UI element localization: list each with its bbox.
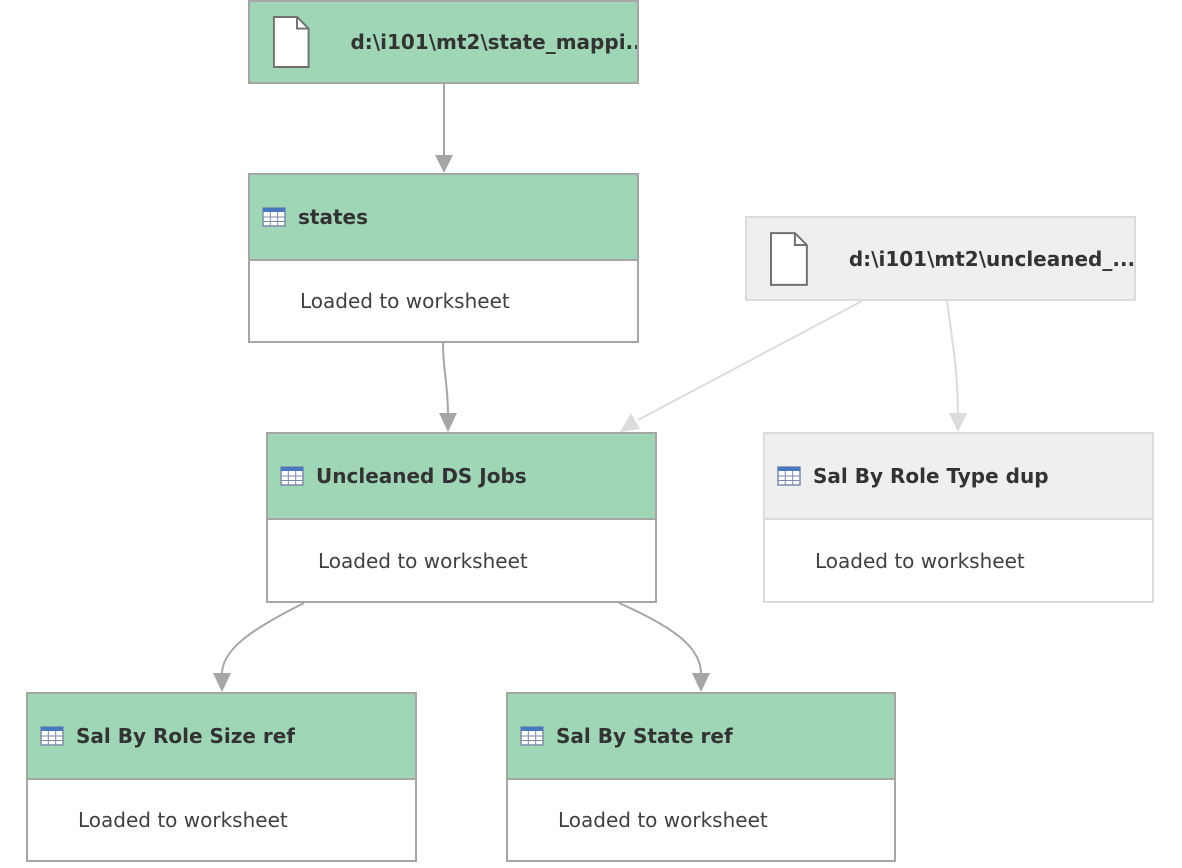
- query-node-header: Sal By Role Type dup: [765, 434, 1152, 518]
- query-node-title: Sal By Role Type dup: [813, 464, 1049, 488]
- source-node-title: d:\i101\mt2\uncleaned_...: [848, 246, 1134, 271]
- query-node-body: Loaded to worksheet: [508, 778, 894, 860]
- edge-states-to-uncleaned: [439, 342, 457, 432]
- query-node-sal-by-state-ref[interactable]: Sal By State ref Loaded to worksheet: [506, 692, 896, 862]
- query-node-sal-by-role-size-ref[interactable]: Sal By Role Size ref Loaded to worksheet: [26, 692, 417, 862]
- query-node-status: Loaded to worksheet: [78, 808, 288, 832]
- query-node-title: Sal By State ref: [556, 724, 733, 748]
- edge-src2-to-uncleaned: [620, 300, 863, 432]
- query-node-body: Loaded to worksheet: [268, 518, 655, 601]
- table-icon: [262, 207, 286, 227]
- query-node-title: states: [298, 205, 368, 229]
- query-node-body: Loaded to worksheet: [765, 518, 1152, 601]
- query-node-header: Uncleaned DS Jobs: [268, 434, 655, 518]
- source-node-header: d:\i101\mt2\state_mappi...: [250, 2, 637, 82]
- file-icon: [272, 16, 310, 68]
- edge-src1-to-states: [435, 84, 453, 173]
- query-node-status: Loaded to worksheet: [300, 289, 510, 313]
- query-node-sal-by-role-type-dup[interactable]: Sal By Role Type dup Loaded to worksheet: [763, 432, 1154, 603]
- query-node-header: Sal By State ref: [508, 694, 894, 778]
- source-node-header: d:\i101\mt2\uncleaned_...: [747, 218, 1134, 299]
- file-icon: [769, 231, 808, 286]
- query-node-status: Loaded to worksheet: [815, 548, 1025, 573]
- source-node-state-mapping[interactable]: d:\i101\mt2\state_mappi...: [248, 0, 639, 84]
- edge-src2-to-salrole: [946, 300, 967, 432]
- query-node-header: states: [250, 175, 637, 259]
- query-node-status: Loaded to worksheet: [558, 808, 768, 832]
- table-icon: [520, 726, 544, 746]
- source-node-title: d:\i101\mt2\state_mappi...: [350, 30, 637, 54]
- edge-uncleaned-to-salstate: [618, 602, 710, 692]
- edge-uncleaned-to-salsize: [213, 602, 305, 692]
- source-node-uncleaned[interactable]: d:\i101\mt2\uncleaned_...: [745, 216, 1136, 301]
- query-node-title: Uncleaned DS Jobs: [316, 464, 527, 488]
- query-node-states[interactable]: states Loaded to worksheet: [248, 173, 639, 343]
- query-node-header: Sal By Role Size ref: [28, 694, 415, 778]
- query-node-uncleaned-ds-jobs[interactable]: Uncleaned DS Jobs Loaded to worksheet: [266, 432, 657, 603]
- query-node-body: Loaded to worksheet: [250, 259, 637, 341]
- table-icon: [280, 466, 304, 486]
- query-node-title: Sal By Role Size ref: [76, 724, 296, 748]
- table-icon: [40, 726, 64, 746]
- query-node-body: Loaded to worksheet: [28, 778, 415, 860]
- query-node-status: Loaded to worksheet: [318, 548, 528, 573]
- table-icon: [777, 466, 801, 486]
